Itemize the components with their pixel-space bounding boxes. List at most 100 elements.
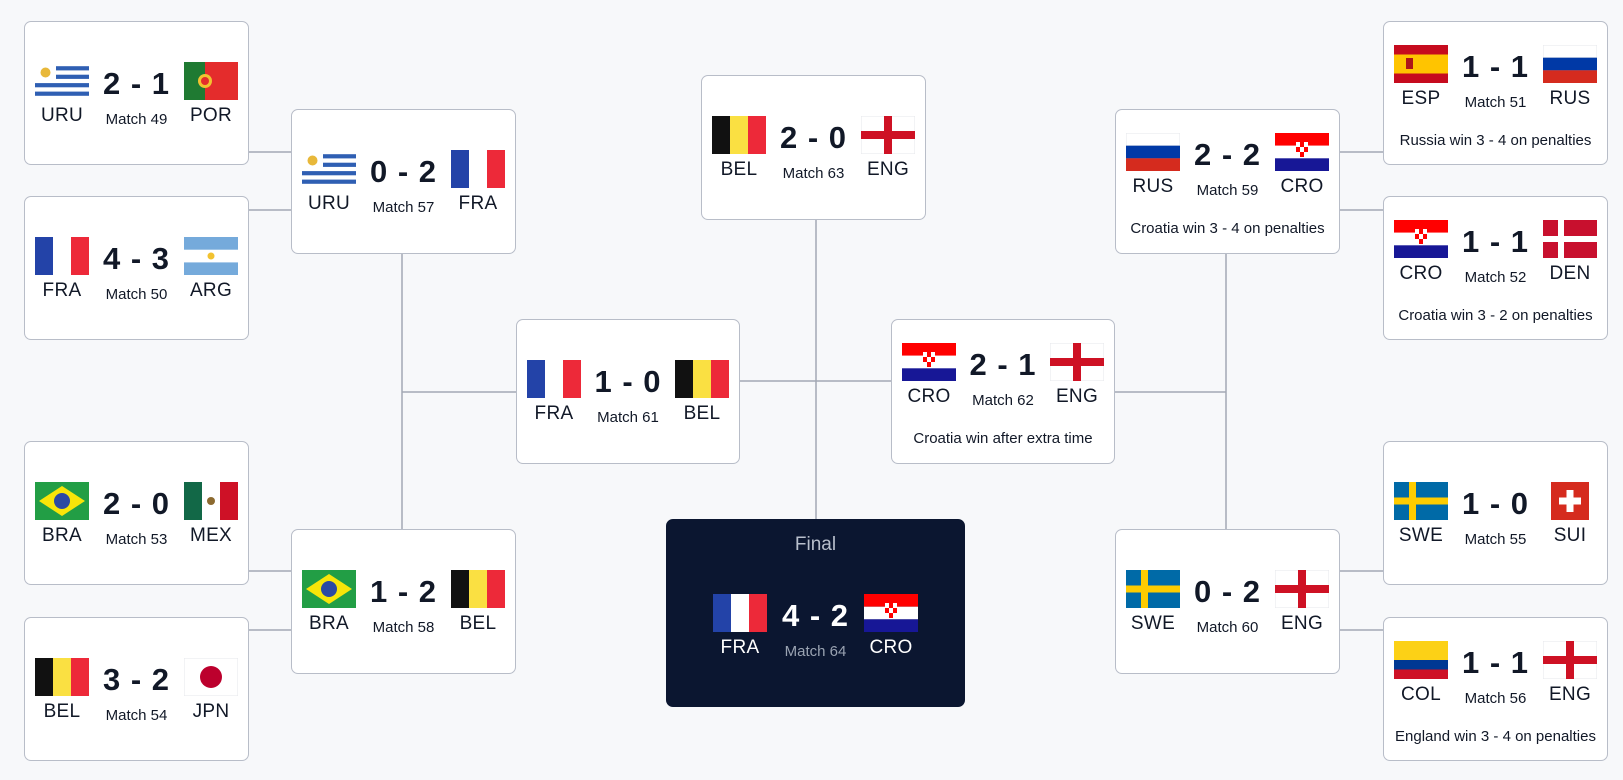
match-note: Russia win 3 - 4 on penalties [1399, 132, 1592, 149]
team-away: CRO [1275, 133, 1329, 198]
flag-france-icon [35, 237, 89, 275]
match-label: Match 51 [1464, 94, 1527, 111]
flag-switzerland-icon [1551, 482, 1589, 520]
flag-croatia-icon [864, 594, 918, 632]
flag-uruguay-icon [302, 150, 356, 188]
team-away: SUI [1543, 482, 1597, 547]
team-away: ARG [184, 237, 238, 302]
team-code-away: ENG [1280, 613, 1324, 634]
team-code-away: ENG [866, 159, 910, 180]
match-card-61[interactable]: FRA 1 - 0 Match 61 BEL [516, 319, 740, 464]
score: 1 - 2 [369, 574, 438, 609]
match-card-57[interactable]: URU 0 - 2 Match 57 FRA [291, 109, 516, 254]
match-label: Match 57 [372, 199, 435, 216]
match-label: Match 60 [1196, 619, 1259, 636]
flag-sweden-icon [1394, 482, 1448, 520]
team-code-home: BRA [42, 525, 82, 546]
team-home: CRO [1394, 220, 1448, 285]
flag-russia-icon [1543, 45, 1597, 83]
team-away: DEN [1543, 220, 1597, 285]
team-home: BRA [35, 482, 89, 547]
score: 2 - 0 [102, 486, 171, 521]
score: 3 - 2 [102, 662, 171, 697]
team-code-home: FRA [720, 637, 760, 658]
team-code-home: FRA [534, 403, 574, 424]
flag-belgium-icon [451, 570, 505, 608]
flag-croatia-icon [1394, 220, 1448, 258]
score: 1 - 1 [1461, 49, 1530, 84]
team-home: FRA [527, 360, 581, 425]
match-card-58[interactable]: BRA 1 - 2 Match 58 BEL [291, 529, 516, 674]
team-code-home: SWE [1130, 613, 1176, 634]
team-code-away: POR [189, 105, 233, 126]
team-home: SWE [1126, 570, 1180, 635]
flag-belgium-icon [35, 658, 89, 696]
team-away: ENG [1275, 570, 1329, 635]
match-card-52[interactable]: CRO 1 - 1 Match 52 DEN Croatia win 3 - 2… [1383, 196, 1608, 340]
team-home: SWE [1394, 482, 1448, 547]
score: 2 - 0 [779, 120, 848, 155]
match-card-62[interactable]: CRO 2 - 1 Match 62 ENG Croatia win after… [891, 319, 1115, 464]
team-code-away: FRA [458, 193, 498, 214]
team-code-away: SUI [1553, 525, 1587, 546]
flag-argentina-icon [184, 237, 238, 275]
team-home: URU [35, 62, 89, 127]
match-card-56[interactable]: COL 1 - 1 Match 56 ENG England win 3 - 4… [1383, 617, 1608, 761]
match-card-50[interactable]: FRA 4 - 3 Match 50 ARG [24, 196, 249, 340]
match-card-55[interactable]: SWE 1 - 0 Match 55 SUI [1383, 441, 1608, 585]
team-home: RUS [1126, 133, 1180, 198]
team-away: ENG [861, 116, 915, 181]
team-code-away: ENG [1055, 386, 1099, 407]
score: 0 - 2 [1193, 574, 1262, 609]
team-code-home: URU [40, 105, 84, 126]
match-card-49[interactable]: URU 2 - 1 Match 49 POR [24, 21, 249, 165]
team-away: FRA [451, 150, 505, 215]
flag-croatia-icon [902, 343, 956, 381]
flag-england-icon [861, 116, 915, 154]
team-home: BEL [35, 658, 89, 723]
flag-belgium-icon [712, 116, 766, 154]
match-label: Match 49 [105, 111, 168, 128]
match-card-60[interactable]: SWE 0 - 2 Match 60 ENG [1115, 529, 1340, 674]
team-code-home: BEL [720, 159, 758, 180]
team-code-home: CRO [1399, 263, 1443, 284]
match-label: Match 59 [1196, 182, 1259, 199]
flag-france-icon [713, 594, 767, 632]
match-card-59[interactable]: RUS 2 - 2 Match 59 CRO Croatia win 3 - 4… [1115, 109, 1340, 254]
flag-brazil-icon [35, 482, 89, 520]
team-away: JPN [184, 658, 238, 723]
match-label: Match 63 [782, 165, 845, 182]
final-match-card[interactable]: Final FRA 4 - 2 Match 64 CRO [666, 519, 965, 707]
team-home: URU [302, 150, 356, 215]
final-title: Final [794, 534, 837, 555]
team-code-away: RUS [1549, 88, 1591, 109]
team-home: FRA [35, 237, 89, 302]
match-card-63[interactable]: BEL 2 - 0 Match 63 ENG [701, 75, 926, 220]
match-label: Match 56 [1464, 690, 1527, 707]
match-note: England win 3 - 4 on penalties [1395, 728, 1596, 745]
match-note: Croatia win after extra time [913, 430, 1093, 447]
match-label: Match 55 [1464, 531, 1527, 548]
team-code-away: MEX [189, 525, 233, 546]
match-card-51[interactable]: ESP 1 - 1 Match 51 RUS Russia win 3 - 4 … [1383, 21, 1608, 165]
score: 1 - 1 [1461, 224, 1530, 259]
team-away: ENG [1050, 343, 1104, 408]
team-home: ESP [1394, 45, 1448, 110]
team-away: RUS [1543, 45, 1597, 110]
team-code-home: ESP [1401, 88, 1441, 109]
match-card-54[interactable]: BEL 3 - 2 Match 54 JPN [24, 617, 249, 761]
flag-uruguay-icon [35, 62, 89, 100]
team-home: BRA [302, 570, 356, 635]
match-label: Match 54 [105, 707, 168, 724]
score: 1 - 1 [1461, 645, 1530, 680]
match-label: Match 62 [972, 392, 1034, 409]
team-code-home: FRA [42, 280, 82, 301]
match-card-53[interactable]: BRA 2 - 0 Match 53 MEX [24, 441, 249, 585]
team-code-home: RUS [1132, 176, 1174, 197]
team-home: COL [1394, 641, 1448, 706]
team-away: BEL [675, 360, 729, 425]
match-label: Match 53 [105, 531, 168, 548]
score: 2 - 1 [969, 347, 1037, 382]
match-label: Match 61 [597, 409, 659, 426]
score: 1 - 0 [1461, 486, 1530, 521]
